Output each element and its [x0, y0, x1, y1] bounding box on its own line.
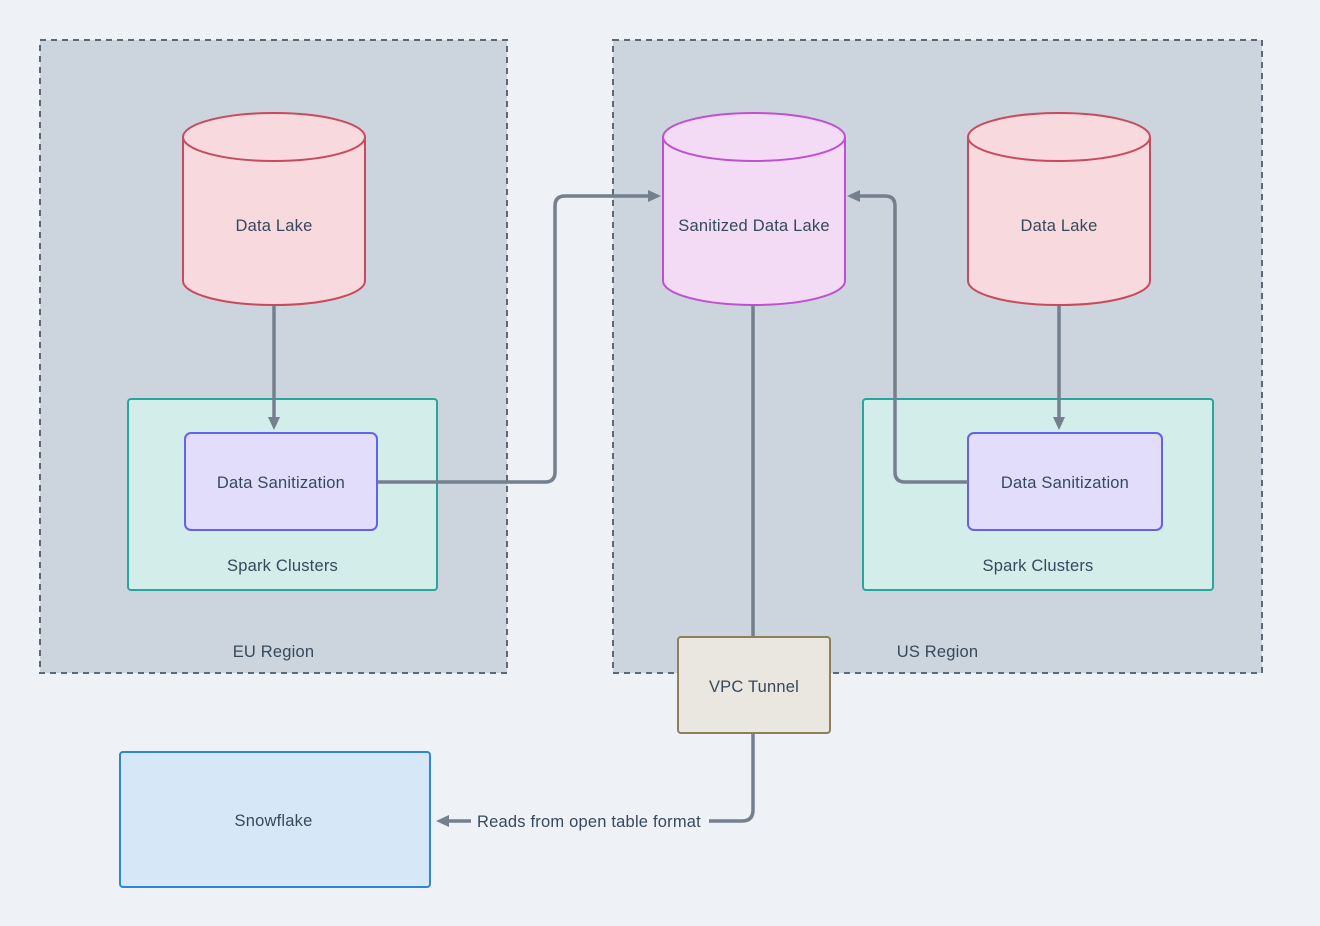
- us-spark-clusters-label: Spark Clusters: [982, 557, 1093, 575]
- edge-us-datalake-to-sanitization: [1053, 306, 1065, 430]
- edge-eu-sanitization-to-sanitized-lake: [377, 190, 661, 484]
- arrowhead-down-icon: [268, 417, 280, 430]
- us-region-label: US Region: [897, 643, 979, 661]
- eu-data-lake-label: Data Lake: [235, 217, 312, 235]
- eu-spark-clusters-label: Spark Clusters: [227, 557, 338, 575]
- us-data-lake-label: Data Lake: [1020, 217, 1097, 235]
- arrowhead-right-icon: [648, 190, 661, 202]
- edge-eu-datalake-to-sanitization: [268, 306, 280, 430]
- edge-eu-sanitization-to-sanitized-lake-line: [377, 194, 650, 484]
- us-data-sanitization-label: Data Sanitization: [1001, 474, 1129, 492]
- snowflake-label: Snowflake: [235, 812, 313, 830]
- sanitized-data-lake-cylinder-top: [662, 112, 846, 162]
- sanitized-data-lake-cylinder-body: [662, 137, 846, 306]
- edge-us-sanitization-to-sanitized-lake-line: [858, 194, 968, 484]
- eu-data-lake-cylinder-body: [182, 137, 366, 306]
- us-data-lake-cylinder-top: [967, 112, 1151, 162]
- vpc-tunnel: VPC Tunnel: [677, 636, 831, 734]
- arrowhead-left-icon: [847, 190, 860, 202]
- us-data-lake: Data Lake: [967, 112, 1151, 306]
- us-data-lake-cylinder-body: [967, 137, 1151, 306]
- eu-data-sanitization: Data Sanitization: [184, 432, 378, 531]
- edge-sanitized-lake-to-snowflake: Reads from open table format: [436, 306, 755, 831]
- arrowhead-down-icon: [1053, 417, 1065, 430]
- eu-data-lake: Data Lake: [182, 112, 366, 306]
- edge-read-label: Reads from open table format: [477, 813, 701, 831]
- eu-data-sanitization-label: Data Sanitization: [217, 474, 345, 492]
- vpc-tunnel-label: VPC Tunnel: [709, 678, 799, 696]
- sanitized-data-lake-label: Sanitized Data Lake: [678, 217, 829, 235]
- edge-sanitized-lake-to-snowflake-line-right: [709, 306, 755, 823]
- snowflake-box: [119, 751, 431, 888]
- snowflake: Snowflake: [119, 751, 431, 888]
- us-data-sanitization: Data Sanitization: [967, 432, 1163, 531]
- edge-us-sanitization-to-sanitized-lake: [847, 190, 968, 484]
- eu-data-lake-cylinder-top: [182, 112, 366, 162]
- vpc-tunnel-box: [677, 636, 831, 734]
- arrowhead-left-icon: [436, 815, 449, 827]
- eu-region-label: EU Region: [233, 643, 315, 661]
- sanitized-data-lake: Sanitized Data Lake: [662, 112, 846, 306]
